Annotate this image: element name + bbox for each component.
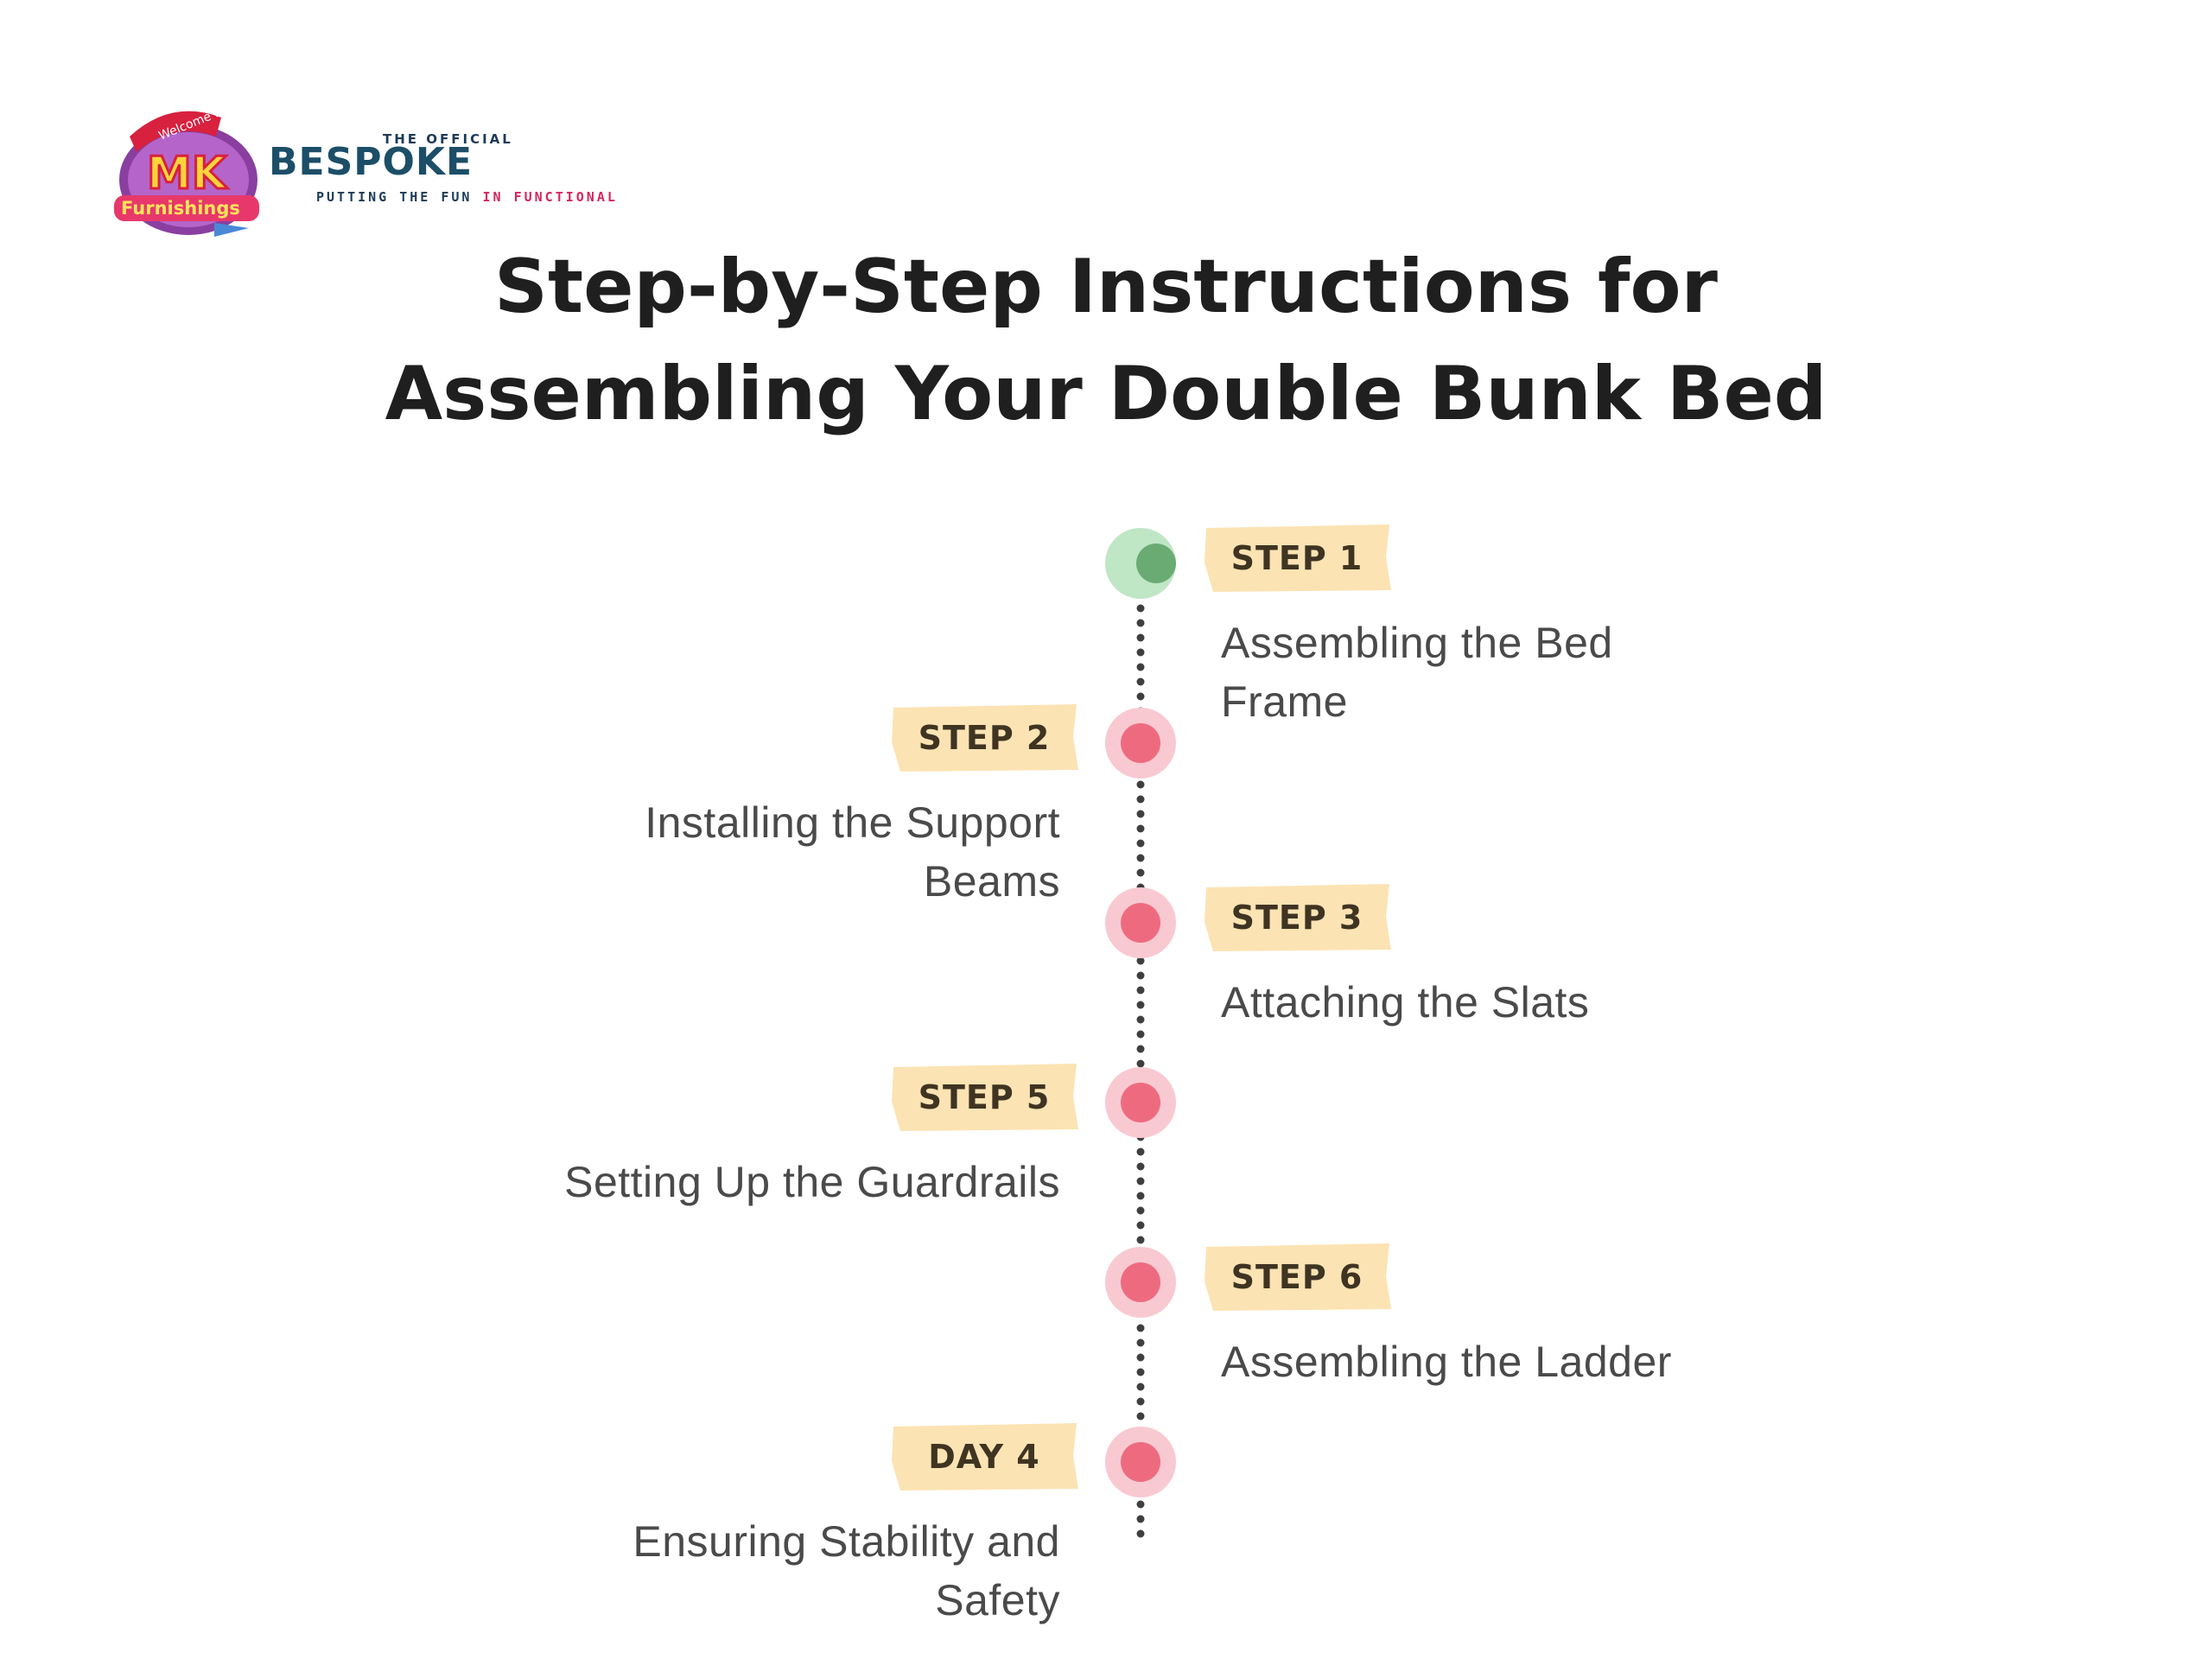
timeline-dot [1136,1324,1145,1332]
timeline-dot [1136,604,1145,613]
brand-logo: Welcome to MK Furnishings THE OFFICIAL B… [111,102,646,240]
step-description-4: Setting Up the Guardrails [564,1158,1060,1206]
timeline-dot [1136,1015,1145,1024]
node-core [1121,903,1160,943]
logo-brand-name: BESPOKE [269,140,474,184]
step-label-text: STEP 2 [918,719,1051,757]
step-label-1: STEP 1 [1201,523,1393,594]
timeline-dot [1136,1368,1145,1376]
timeline-dot [1136,692,1145,701]
step-description-3: Attaching the Slats [1221,978,1590,1027]
timeline-dot [1136,663,1145,671]
timeline-dot [1136,839,1145,848]
title-line-2: Assembling Your Double Bunk Bed [385,351,1827,437]
timeline-dot [1136,780,1145,789]
badge-main-text: MK [147,148,228,200]
step-description-2: Installing the Support Beams [645,798,1060,906]
timeline-dot [1136,619,1145,627]
step-label-6: DAY 4 [888,1421,1080,1492]
timeline-dot [1136,677,1145,686]
timeline-node [1105,708,1176,779]
label-brush-stroke [892,1423,1078,1491]
label-brush-stroke [1205,884,1391,951]
node-core [1136,543,1176,583]
node-core [1121,723,1160,763]
timeline-dot [1136,1529,1145,1538]
timeline-node [1105,887,1176,958]
timeline-dot [1136,1147,1145,1156]
label-brush-stroke [1205,524,1391,592]
timeline-dot [1136,868,1145,877]
label-brush-stroke [892,1064,1078,1131]
badge-sub-text: Furnishings [121,198,240,219]
timeline-node [1105,1427,1176,1497]
step-description-6: Ensuring Stability and Safety [632,1517,1060,1624]
timeline-dot [1136,971,1145,980]
step-label-text: STEP 3 [1230,899,1363,937]
tagline-start: PUTTING THE FUN [316,189,473,205]
step-label-text: STEP 6 [1230,1258,1363,1296]
timeline-dot [1136,1059,1145,1068]
timeline-dot [1136,1177,1145,1185]
page-title: Step-by-Step Instructions for Assembling… [0,233,2212,448]
timeline-node [1105,1247,1176,1318]
mk-furnishings-badge-icon: Welcome to MK Furnishings [114,104,259,237]
node-core [1121,1083,1160,1122]
step-label-4: STEP 5 [888,1062,1080,1133]
timeline-dot [1136,824,1145,833]
timeline-dot [1136,1353,1145,1362]
title-line-1: Step-by-Step Instructions for [494,244,1718,330]
step-label-text: DAY 4 [928,1438,1040,1476]
timeline-node [1105,1067,1176,1138]
timeline-dot [1136,1500,1145,1509]
timeline-dot [1136,1045,1145,1053]
timeline-node-active [1105,528,1176,599]
timeline-dot [1136,1338,1145,1347]
logo-official-text: THE OFFICIAL [383,131,513,147]
timeline-dot [1136,1001,1145,1009]
timeline-dot [1136,1192,1145,1200]
timeline-dot [1136,1162,1145,1171]
node-core [1121,1442,1160,1482]
timeline-dot [1136,1515,1145,1523]
tagline-end: IN FUNCTIONAL [482,189,618,205]
timeline-dot [1136,1221,1145,1230]
step-label-5: STEP 6 [1201,1242,1393,1313]
label-brush-stroke [892,704,1078,772]
timeline-dot [1136,810,1145,818]
label-brush-stroke [1205,1243,1391,1311]
logo-tagline: PUTTING THE FUN IN FUNCTIONAL [316,189,618,205]
node-core [1121,1262,1160,1302]
timeline-dot [1136,1382,1145,1391]
timeline-dot [1136,1206,1145,1215]
timeline-dot [1136,648,1145,657]
timeline-dot [1136,1030,1145,1039]
step-description-1: Assembling the Bed Frame [1221,619,1613,726]
step-label-2: STEP 2 [888,702,1080,773]
timeline-dot [1136,795,1145,804]
timeline-dot [1136,1236,1145,1244]
step-label-text: STEP 5 [918,1078,1051,1116]
step-label-3: STEP 3 [1201,882,1393,953]
timeline-dot [1136,854,1145,862]
timeline-dot [1136,1412,1145,1421]
timeline-dot [1136,957,1145,965]
timeline-dot [1136,986,1145,995]
step-label-text: STEP 1 [1230,539,1363,577]
timeline-dot [1136,633,1145,642]
timeline-dot [1136,1397,1145,1406]
step-description-5: Assembling the Ladder [1221,1338,1672,1386]
